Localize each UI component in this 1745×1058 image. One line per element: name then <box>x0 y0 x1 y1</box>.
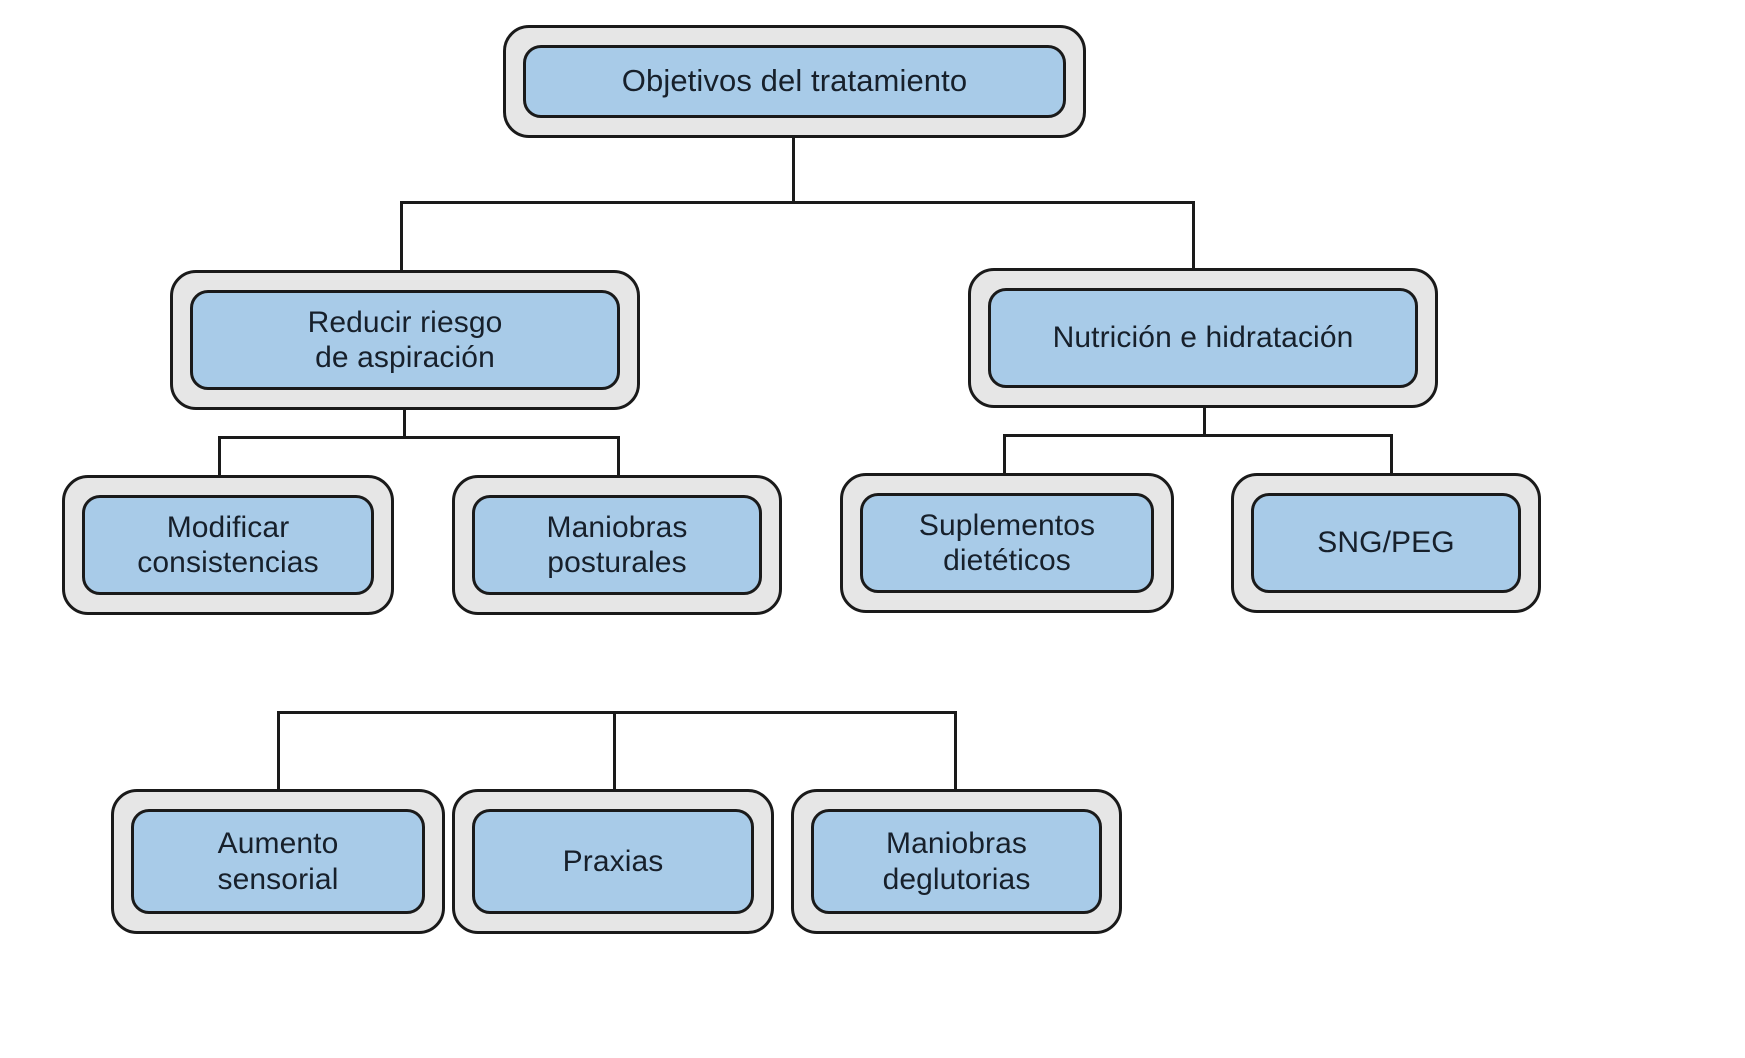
node-label: SNG/PEG <box>1317 526 1455 560</box>
node-label: Praxias <box>562 844 664 878</box>
connector-right-bus <box>1003 434 1393 437</box>
node-praxias[interactable]: Praxias <box>452 789 774 934</box>
connector-lower-bus <box>277 711 957 714</box>
connector-lower-to-sensorial <box>277 711 280 791</box>
node-aumento-sensorial[interactable]: Aumento sensorial <box>111 789 445 934</box>
node-label: Objetivos del tratamiento <box>621 63 968 99</box>
node-label: Suplementos dietéticos <box>918 508 1096 577</box>
connector-left-stem <box>403 410 406 438</box>
node-inner-frame: Reducir riesgo de aspiración <box>190 290 620 390</box>
node-inner-frame: Objetivos del tratamiento <box>523 45 1066 118</box>
node-modificar-consistencias[interactable]: Modificar consistencias <box>62 475 394 615</box>
node-inner-frame: Suplementos dietéticos <box>860 493 1154 593</box>
node-inner-frame: Modificar consistencias <box>82 495 374 595</box>
connector-right-to-suplementos <box>1003 434 1006 478</box>
connector-left-bus <box>218 436 620 439</box>
connector-root-to-left <box>400 201 403 273</box>
connector-left-to-modificar <box>218 436 221 478</box>
node-label: Maniobras deglutorias <box>882 827 1031 896</box>
node-inner-frame: SNG/PEG <box>1251 493 1521 593</box>
node-label: Aumento sensorial <box>217 827 339 896</box>
connector-left-to-posturales <box>617 436 620 478</box>
connector-lower-to-praxias <box>613 711 616 791</box>
node-nutricion-e-hidratacion[interactable]: Nutrición e hidratación <box>968 268 1438 408</box>
connector-lower-to-deglutorias <box>954 711 957 791</box>
connector-root-bus <box>400 201 1195 204</box>
node-inner-frame: Maniobras deglutorias <box>811 809 1102 914</box>
node-label: Maniobras posturales <box>546 510 688 579</box>
node-reducir-riesgo-de-aspiracion[interactable]: Reducir riesgo de aspiración <box>170 270 640 410</box>
node-maniobras-posturales[interactable]: Maniobras posturales <box>452 475 782 615</box>
node-inner-frame: Aumento sensorial <box>131 809 425 914</box>
node-inner-frame: Praxias <box>472 809 754 914</box>
connector-right-stem <box>1203 405 1206 436</box>
connector-root-stem <box>792 135 795 203</box>
node-sng-peg[interactable]: SNG/PEG <box>1231 473 1541 613</box>
connector-right-to-sngpeg <box>1390 434 1393 478</box>
connector-root-to-right <box>1192 201 1195 273</box>
node-inner-frame: Maniobras posturales <box>472 495 762 595</box>
node-inner-frame: Nutrición e hidratación <box>988 288 1418 388</box>
node-suplementos-dieteticos[interactable]: Suplementos dietéticos <box>840 473 1174 613</box>
node-maniobras-deglutorias[interactable]: Maniobras deglutorias <box>791 789 1122 934</box>
node-label: Nutrición e hidratación <box>1052 321 1354 355</box>
node-label: Modificar consistencias <box>137 510 319 579</box>
node-objetivos-del-tratamiento[interactable]: Objetivos del tratamiento <box>503 25 1086 138</box>
node-label: Reducir riesgo de aspiración <box>307 305 503 374</box>
